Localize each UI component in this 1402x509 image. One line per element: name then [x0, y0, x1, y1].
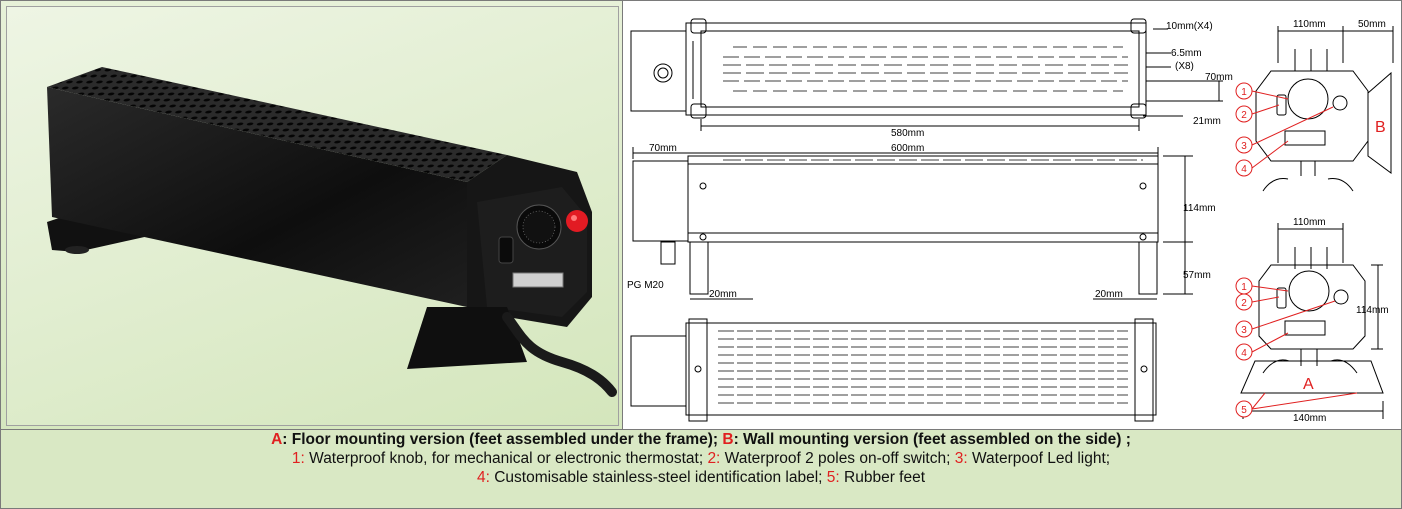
dim-580mm: 580mm	[891, 128, 924, 139]
bottom-view	[630, 318, 1157, 422]
callout-3-wall: 3	[1241, 141, 1247, 152]
right-foot	[407, 307, 527, 369]
label-b-wall: B	[1375, 119, 1386, 136]
caption-line-3: 4: Customisable stainless-steel identifi…	[1, 468, 1401, 487]
callout-3-floor: 3	[1241, 325, 1247, 336]
caption-text-3: Waterpoof Led light;	[967, 450, 1111, 467]
dim-70mm-top: 70mm	[1205, 72, 1233, 83]
caption-key-4: 4:	[476, 469, 490, 486]
dim-57mm: 57mm	[1183, 270, 1211, 281]
identification-label	[512, 272, 564, 288]
label-a-floor: A	[1303, 376, 1314, 393]
dim-20mm-left: 20mm	[709, 289, 737, 300]
dimension-drawing: 1 2 3 4 1 2 3 4 5 10mm(X4) 6.5mm (X8) 70…	[627, 18, 1394, 424]
dim-50mm: 50mm	[1358, 19, 1386, 30]
dim-110mm-wall: 110mm	[1293, 19, 1326, 30]
heater-body	[47, 87, 467, 307]
callout-1-wall: 1	[1241, 87, 1247, 98]
side-view-wall	[1255, 26, 1394, 192]
grille-top	[47, 67, 507, 182]
callout-leaders	[1251, 90, 1358, 410]
caption-text-1: Waterproof knob, for mechanical or elect…	[304, 450, 708, 467]
caption-text-a: : Floor mounting version (feet assembled…	[282, 431, 723, 448]
led-light	[566, 210, 588, 232]
caption-text-2: Waterproof 2 poles on-off switch;	[720, 450, 955, 467]
callout-circles	[1235, 82, 1253, 418]
caption-key-1: 1:	[291, 450, 305, 467]
dim-20mm-right: 20mm	[1095, 289, 1123, 300]
caption-key-a: A	[271, 431, 283, 448]
caption-text-4: Customisable stainless-steel identificat…	[489, 469, 827, 486]
callout-2-floor: 2	[1241, 298, 1247, 309]
dim-x8: (X8)	[1175, 61, 1194, 72]
callout-4-floor: 4	[1241, 348, 1247, 359]
caption-text-5: Rubber feet	[839, 469, 926, 486]
switch	[498, 236, 514, 264]
callout-4-wall: 4	[1241, 164, 1247, 175]
product-photo	[6, 6, 619, 426]
dim-110mm-floor: 110mm	[1293, 217, 1326, 228]
convector-heater-photo	[47, 67, 617, 397]
dim-114mm-front: 114mm	[1183, 203, 1216, 214]
photo-panel	[1, 1, 623, 430]
caption-key-3: 3:	[954, 450, 968, 467]
dim-70mm-front: 70mm	[649, 143, 677, 154]
top-view	[630, 18, 1147, 119]
bottom-view-slots	[718, 330, 1128, 404]
dim-6-5mm: 6.5mm	[1171, 48, 1202, 59]
top-view-slots	[723, 46, 1128, 92]
dim-140mm: 140mm	[1293, 413, 1326, 424]
callout-2-wall: 2	[1241, 110, 1247, 121]
dim-21mm: 21mm	[1193, 116, 1221, 127]
pg-m20-label: PG M20	[627, 280, 664, 291]
caption-line-1: A: Floor mounting version (feet assemble…	[1, 430, 1401, 449]
caption-key-2: 2:	[707, 450, 721, 467]
caption-key-5: 5:	[826, 469, 840, 486]
callout-1-floor: 1	[1241, 282, 1247, 293]
caption-line-2: 1: Waterproof knob, for mechanical or el…	[1, 449, 1401, 468]
caption: A: Floor mounting version (feet assemble…	[1, 430, 1401, 508]
caption-key-b: B	[722, 431, 734, 448]
power-cable	[502, 312, 617, 397]
caption-text-b: : Wall mounting version (feet assembled …	[733, 431, 1131, 448]
dim-600mm: 600mm	[891, 143, 924, 154]
dim-10mm-x4: 10mm(X4)	[1166, 21, 1213, 32]
front-view	[632, 155, 1159, 295]
technical-drawing: 1 2 3 4 1 2 3 4 5 10mm(X4) 6.5mm (X8) 70…	[623, 1, 1401, 430]
dim-114mm-floor: 114mm	[1356, 305, 1389, 316]
callout-5-floor: 5	[1241, 405, 1247, 416]
